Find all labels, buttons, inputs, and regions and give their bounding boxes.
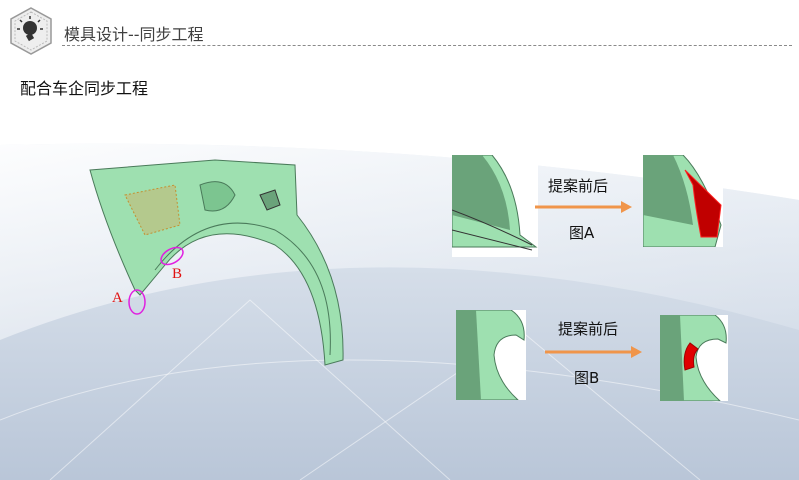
marker-b-label: B — [172, 266, 183, 282]
section-heading: 配合车企同步工程 — [20, 79, 149, 98]
arrow-right-icon — [545, 346, 642, 358]
figure-a-caption: 提案前后 — [548, 177, 609, 195]
figure-a-label: 图A — [569, 224, 595, 242]
part-drawing — [89, 159, 344, 366]
page-title: 模具设计--同步工程 — [64, 25, 204, 44]
title-divider — [62, 45, 792, 46]
marker-a-label: A — [112, 290, 123, 306]
marker-b-ellipse — [160, 246, 184, 266]
lightbulb-icon — [8, 6, 54, 56]
marker-a-ellipse — [128, 289, 146, 315]
figure-b-label: 图B — [574, 369, 600, 387]
figure-b-after-image — [660, 315, 728, 401]
arrow-right-icon — [535, 201, 632, 213]
marker-overlays — [128, 246, 184, 315]
figure-a-before-image — [452, 155, 538, 257]
figure-b-caption: 提案前后 — [558, 320, 619, 338]
figure-a-after-image — [643, 155, 723, 247]
figure-b-before-image — [456, 310, 526, 400]
